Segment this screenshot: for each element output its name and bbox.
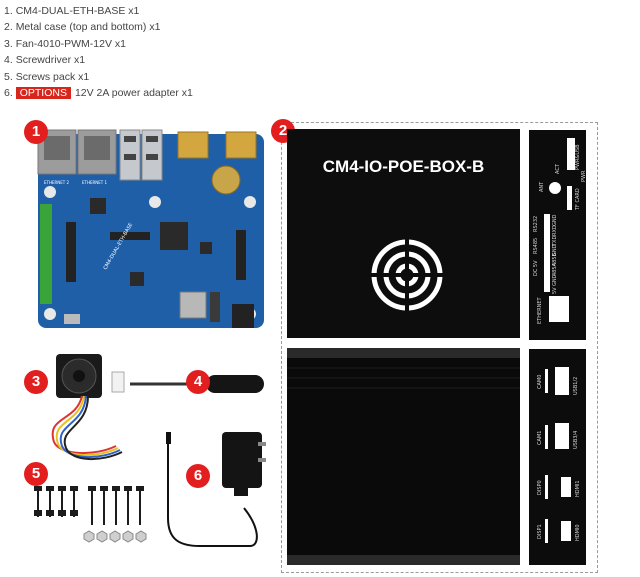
- label-hdmi1: HDMI1: [575, 480, 581, 497]
- case-bottom-shell: [287, 348, 520, 565]
- cm4-dual-eth-base-board: ETHERNET 2 ETHERNET 1 CM4-DUAL-ETH-BASE: [37, 129, 264, 328]
- label-dc-5v: DC 5V: [533, 260, 539, 276]
- badge-1: 1: [24, 120, 48, 144]
- case-title: CM4-IO-POE-BOX-B: [322, 157, 485, 176]
- fan-image: [51, 354, 125, 461]
- screws-pack-image: [34, 486, 147, 543]
- badge-6: 6: [186, 464, 210, 488]
- list-item: 1. CM4-DUAL-ETH-BASE x1: [4, 5, 140, 17]
- ethernet-port-cutout: [549, 296, 569, 322]
- list-item: 5. Screws pack x1: [4, 70, 90, 83]
- fan-grille-icon: [369, 237, 445, 313]
- case-frame: [281, 122, 598, 573]
- label-disp0: DISP0: [537, 480, 543, 495]
- hdmi0-cutout: [561, 521, 571, 541]
- tf-card-slot: [567, 186, 572, 210]
- label-rs485: RS485: [533, 237, 539, 254]
- cam0-slot: [545, 369, 548, 393]
- disp1-slot: [545, 519, 548, 543]
- label-pwr-usb: PWR&USB: [575, 144, 581, 170]
- side-panel-io: ACT PWR&USB PWR ANT TF CARD RS232 GND RX…: [529, 130, 587, 340]
- badge-3: 3: [24, 370, 48, 394]
- list-item: 3. Fan-4010-PWM-12V x1: [4, 37, 126, 50]
- label-pwr: PWR: [581, 170, 587, 182]
- list-item: 2. Metal case (top and bottom) x1: [4, 21, 161, 34]
- disp0-slot: [545, 475, 548, 499]
- label-usb12: USB1/2: [573, 376, 579, 395]
- usb12-cutout: [555, 367, 569, 395]
- label-cam0: CAM0: [537, 374, 543, 389]
- label-rs232: RS232: [533, 215, 539, 232]
- label-act: ACT: [555, 164, 561, 174]
- power-usb-cutout: [567, 138, 575, 170]
- cam1-slot: [545, 425, 548, 449]
- package-list: 1. CM4-DUAL-ETH-BASE x1 2. Metal case (t…: [4, 3, 193, 101]
- options-tag[interactable]: OPTIONS: [15, 87, 71, 100]
- badge-4: 4: [186, 370, 210, 394]
- badge-5: 5: [24, 462, 48, 486]
- label-tf-card: TF CARD: [575, 188, 581, 210]
- label-rxd: RXD: [552, 225, 558, 236]
- label-ant: ANT: [539, 181, 545, 192]
- label-hdmi0: HDMI0: [575, 524, 581, 541]
- svg-text:ETHERNET 1: ETHERNET 1: [82, 180, 108, 185]
- label-gnd-3: GND: [552, 274, 558, 286]
- power-adapter-image: [166, 432, 266, 547]
- list-item: 4. Screwdriver x1: [4, 54, 86, 67]
- label-usb34: USB3/4: [573, 430, 579, 449]
- case-top-plate: CM4-IO-POE-BOX-B: [287, 129, 520, 338]
- hdmi1-cutout: [561, 477, 571, 497]
- antenna-hole: [549, 182, 561, 194]
- terminal-block-cutout: [544, 214, 550, 292]
- label-5v: 5V: [552, 287, 558, 294]
- label-disp1: DISP1: [537, 524, 543, 539]
- svg-text:ETHERNET 2: ETHERNET 2: [44, 180, 70, 185]
- usb34-cutout: [555, 423, 569, 449]
- side-panel-display: CAM0 CAM1 USB1/2 USB3/4 DISP0 DISP1 HDMI…: [529, 349, 586, 565]
- label-ethernet: ETHERNET: [537, 297, 543, 324]
- label-cam1: CAM1: [537, 430, 543, 445]
